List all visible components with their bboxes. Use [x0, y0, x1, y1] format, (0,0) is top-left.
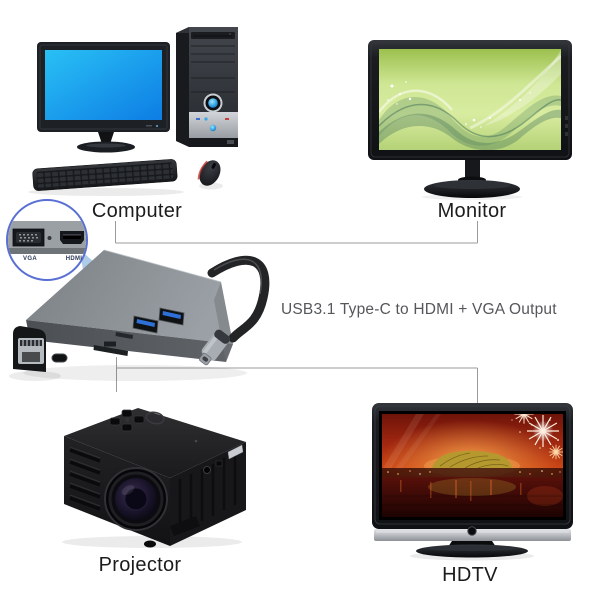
ports-callout-circle [6, 199, 88, 281]
hdtv-illustration [372, 403, 573, 561]
city-lights [387, 470, 561, 475]
tower-power-button [203, 93, 223, 113]
optical-drive [191, 32, 235, 39]
product-caption: USB3.1 Type-C to HDMI + VGA Output [281, 301, 557, 318]
monitor-illustration [368, 40, 572, 200]
usb-c-hub-illustration [9, 249, 270, 381]
hdmi-port-label: HDMI [65, 256, 83, 262]
fireworks [511, 414, 563, 460]
projector-illustration [62, 408, 246, 548]
micro-sd-slot [115, 332, 133, 339]
usb-c-plug [198, 329, 231, 366]
computer-label: Computer [91, 200, 183, 222]
tv-sensor-dot [467, 526, 477, 536]
projector-vents [69, 446, 101, 511]
hub-front-face [26, 320, 233, 362]
projector-buttons [109, 409, 198, 443]
projector-top-face [64, 408, 246, 478]
water-reflection [382, 477, 563, 517]
pc-screen [45, 50, 162, 120]
usb-a-port-1 [132, 315, 159, 334]
monitor-stand-neck [465, 160, 480, 181]
connector-lines [115, 221, 478, 403]
usb-c-power-port [51, 353, 68, 363]
monitor-label: Monitor [437, 200, 507, 222]
usb-a-port-2 [158, 307, 185, 326]
pc-tower [176, 27, 238, 147]
sd-card-slot [93, 341, 128, 356]
green-abstract-wallpaper [379, 50, 561, 150]
tv-screen-fireworks-scene [382, 414, 563, 517]
vga-port [12, 228, 52, 247]
monitor-bezel-buttons [565, 116, 568, 136]
vga-port-label: VGA [23, 256, 37, 262]
hdmi-port [60, 231, 84, 244]
pc-monitor [37, 42, 170, 153]
projector-lens [104, 467, 168, 531]
pc-keyboard [32, 159, 178, 191]
pc-mouse [197, 160, 221, 186]
wallpaper-sparkles [387, 81, 531, 128]
desktop-computer-illustration [28, 27, 238, 196]
hdtv-label: HDTV [442, 564, 498, 586]
projector-label: Projector [98, 554, 182, 576]
usb-c-cable [207, 255, 270, 343]
ethernet-port [13, 326, 46, 372]
projector-ports [203, 444, 244, 474]
